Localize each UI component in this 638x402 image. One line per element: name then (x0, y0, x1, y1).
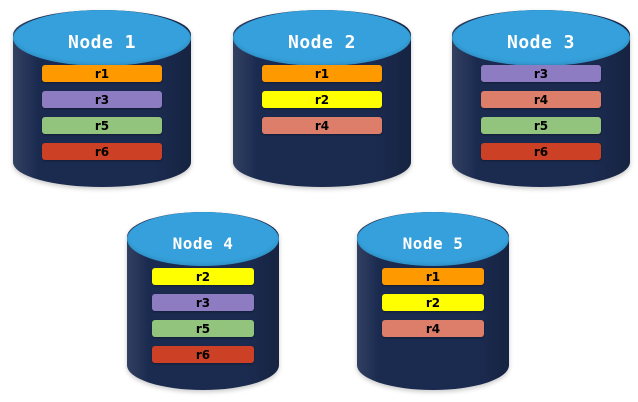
cylinder-top-ellipse (13, 10, 191, 66)
replica-bar-r2[interactable]: r2 (262, 91, 382, 108)
replica-bar-r5[interactable]: r5 (42, 117, 162, 134)
database-node-1[interactable]: Node 1 r1 r3 r5 r6 (13, 10, 191, 187)
database-node-2[interactable]: Node 2 r1 r2 r4 (233, 10, 411, 187)
replica-bar-r4[interactable]: r4 (382, 320, 484, 337)
cylinder-top-ellipse (452, 10, 630, 66)
replica-bar-r6[interactable]: r6 (481, 143, 601, 160)
replica-bar-r6[interactable]: r6 (152, 346, 254, 363)
cylinder-top-ellipse (127, 212, 279, 266)
replica-bar-r1[interactable]: r1 (262, 65, 382, 82)
replica-bar-r6[interactable]: r6 (42, 143, 162, 160)
node-title: Node 2 (287, 32, 357, 53)
database-node-5[interactable]: Node 5 r1 r2 r4 (357, 212, 509, 390)
replica-bar-r5[interactable]: r5 (481, 117, 601, 134)
replica-bar-r3[interactable]: r3 (42, 91, 162, 108)
node-title: Node 3 (506, 32, 576, 53)
replica-bar-r1[interactable]: r1 (42, 65, 162, 82)
replica-bar-r1[interactable]: r1 (382, 268, 484, 285)
replica-bar-r2[interactable]: r2 (152, 268, 254, 285)
database-node-4[interactable]: Node 4 r2 r3 r5 r6 (127, 212, 279, 390)
cylinder-top-ellipse (233, 10, 411, 66)
node-title: Node 5 (402, 234, 464, 253)
database-node-3[interactable]: Node 3 r3 r4 r5 r6 (452, 10, 630, 187)
replica-bar-r4[interactable]: r4 (262, 117, 382, 134)
replica-bar-r3[interactable]: r3 (152, 294, 254, 311)
replica-bar-r2[interactable]: r2 (382, 294, 484, 311)
node-title: Node 4 (172, 234, 234, 253)
node-title: Node 1 (67, 32, 137, 53)
replica-bar-r3[interactable]: r3 (481, 65, 601, 82)
cylinder-top-ellipse (357, 212, 509, 266)
replica-bar-r5[interactable]: r5 (152, 320, 254, 337)
replica-bar-r4[interactable]: r4 (481, 91, 601, 108)
